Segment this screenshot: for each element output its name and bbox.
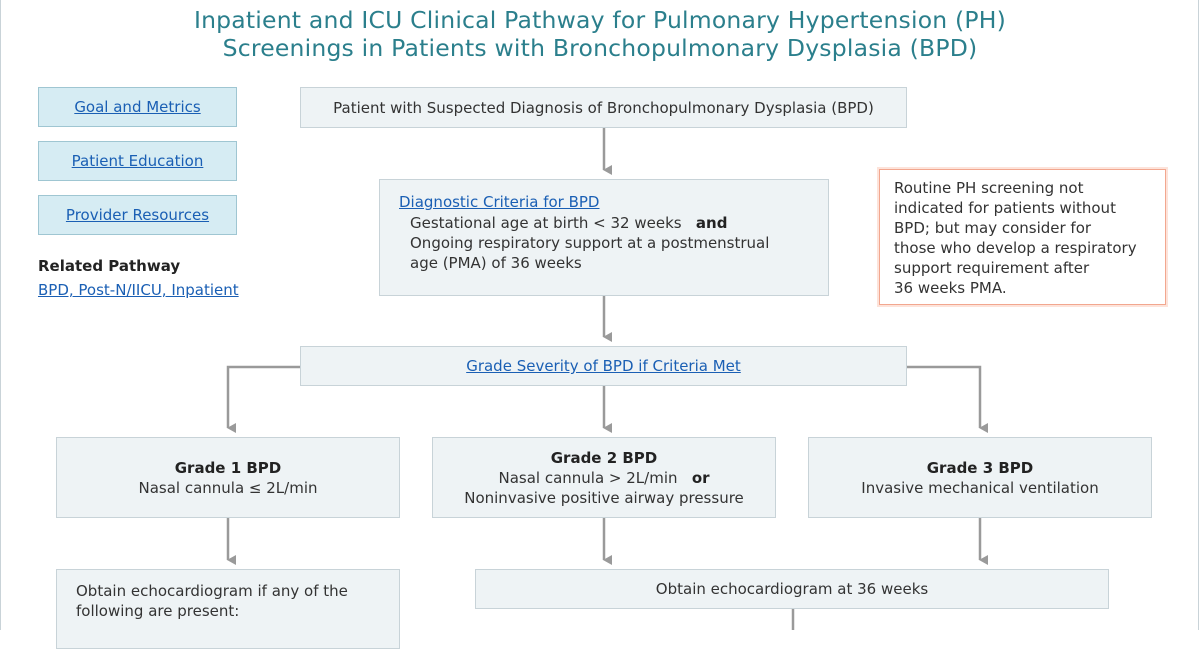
grade-3-desc: Invasive mechanical ventilation <box>861 478 1099 497</box>
grade-severity-link[interactable]: Grade Severity of BPD if Criteria Met <box>466 357 741 375</box>
echo-conditions-line-1: Obtain echocardiogram if any of the <box>76 582 348 600</box>
left-border <box>0 0 1 630</box>
provider-resources-button[interactable]: Provider Resources <box>38 195 237 235</box>
criteria-and-conjunction: and <box>695 214 728 232</box>
echo-36-weeks-box: Obtain echocardiogram at 36 weeks <box>475 569 1109 609</box>
note-line: BPD; but may consider for <box>894 219 1092 237</box>
grade-2-or-conjunction: or <box>691 468 710 487</box>
grade-1-box: Grade 1 BPD Nasal cannula ≤ 2L/min <box>56 437 400 518</box>
page-title-line-2: Screenings in Patients with Bronchopulmo… <box>222 34 978 62</box>
flow-connectors <box>226 128 988 630</box>
right-border <box>1198 0 1199 630</box>
note-line: indicated for patients without <box>894 199 1116 217</box>
grade-1-title: Grade 1 BPD <box>174 458 282 477</box>
grade-severity-box: Grade Severity of BPD if Criteria Met <box>300 346 907 386</box>
echo-conditions-box: Obtain echocardiogram if any of the foll… <box>56 569 400 649</box>
grade-2-desc-line-1: Nasal cannula > 2L/min or <box>498 468 709 488</box>
start-box-text: Patient with Suspected Diagnosis of Bron… <box>333 98 874 117</box>
goal-and-metrics-button[interactable]: Goal and Metrics <box>38 87 237 127</box>
note-line: those who develop a respiratory <box>894 239 1137 257</box>
page-title: Inpatient and ICU Clinical Pathway for P… <box>0 6 1200 62</box>
criteria-line-2a: Ongoing respiratory support at a postmen… <box>410 234 770 252</box>
grade-3-title: Grade 3 BPD <box>926 458 1034 477</box>
diagnostic-criteria-link[interactable]: Diagnostic Criteria for BPD <box>399 193 600 211</box>
arrow-severity-to-grade3 <box>907 365 988 433</box>
routine-screening-note: Routine PH screening not indicated for p… <box>879 169 1166 305</box>
related-pathway-heading: Related Pathway <box>38 257 181 275</box>
note-line: Routine PH screening not <box>894 179 1084 197</box>
patient-education-button[interactable]: Patient Education <box>38 141 237 181</box>
grade-2-title: Grade 2 BPD <box>550 448 658 467</box>
related-pathway-link[interactable]: BPD, Post-N/IICU, Inpatient <box>38 281 239 299</box>
criteria-gestational-age: Gestational age at birth < 32 weeks <box>410 214 682 232</box>
grade-1-desc: Nasal cannula ≤ 2L/min <box>138 478 318 497</box>
start-box: Patient with Suspected Diagnosis of Bron… <box>300 87 907 128</box>
arrow-severity-to-grade1 <box>226 365 300 433</box>
grade-2-desc-1: Nasal cannula > 2L/min <box>498 468 678 487</box>
grade-2-box: Grade 2 BPD Nasal cannula > 2L/min or No… <box>432 437 776 518</box>
echo-conditions-line-2: following are present: <box>76 602 240 620</box>
note-line: 36 weeks PMA. <box>894 279 1007 297</box>
echo-36-weeks-text: Obtain echocardiogram at 36 weeks <box>655 580 929 598</box>
grade-3-box: Grade 3 BPD Invasive mechanical ventilat… <box>808 437 1152 518</box>
diagnostic-criteria-box: Diagnostic Criteria for BPD Gestational … <box>379 179 829 296</box>
criteria-line-1: Gestational age at birth < 32 weeks and <box>399 213 814 233</box>
criteria-line-2b: age (PMA) of 36 weeks <box>410 254 582 272</box>
grade-2-desc-2: Noninvasive positive airway pressure <box>464 488 744 507</box>
page-title-line-1: Inpatient and ICU Clinical Pathway for P… <box>193 6 1007 34</box>
note-line: support requirement after <box>894 259 1090 277</box>
